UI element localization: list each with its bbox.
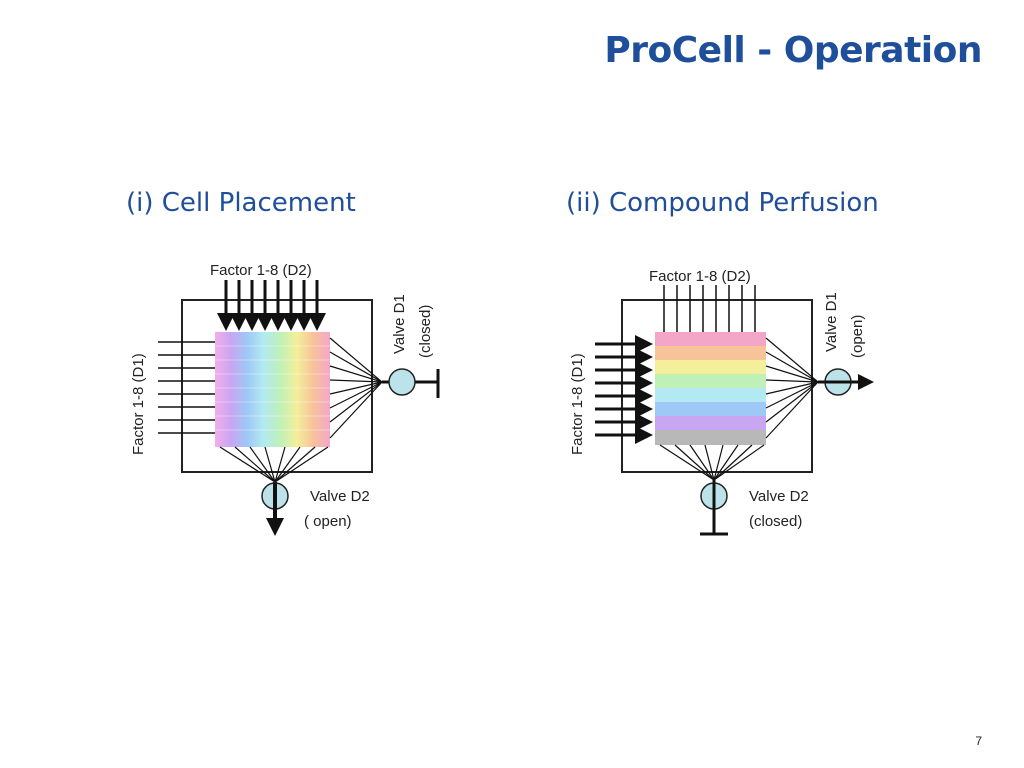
panel-heading-cell-placement: (i) Cell Placement bbox=[126, 188, 356, 218]
slide-title: ProCell - Operation bbox=[604, 30, 982, 71]
valve-d1-label: Valve D1 bbox=[391, 294, 408, 354]
valve-d2-label: Valve D2 bbox=[310, 488, 370, 505]
bottom-outlet-fan bbox=[219, 446, 329, 483]
page-number: 7 bbox=[975, 734, 982, 748]
valve-d1-state: (open) bbox=[849, 315, 866, 358]
valve-d1-label: Valve D1 bbox=[823, 292, 840, 352]
compound-perfusion-diagram: Factor 1-8 (D2) Factor 1-8 (D1) Valve D1… bbox=[569, 268, 874, 536]
top-inlet-label: Factor 1-8 (D2) bbox=[210, 262, 312, 279]
cell-array bbox=[215, 332, 330, 447]
cell-array-stripes bbox=[655, 332, 766, 445]
valve-d2-state: ( open) bbox=[304, 513, 352, 530]
valve-d2-state: (closed) bbox=[749, 513, 802, 530]
valve-d1-state: (closed) bbox=[417, 305, 434, 358]
top-inlet-lines bbox=[663, 285, 756, 332]
valve-d2-label: Valve D2 bbox=[749, 488, 809, 505]
cell-placement-diagram: Factor 1-8 (D2) Factor 1-8 (D1) Valve D1… bbox=[130, 262, 440, 536]
left-inlet-arrows bbox=[595, 335, 653, 444]
d1-outflow-arrow-icon bbox=[858, 374, 874, 390]
valve-d1-icon bbox=[388, 368, 416, 396]
left-inlet-lines bbox=[158, 341, 215, 434]
top-inlet-arrows bbox=[217, 280, 326, 331]
right-outlet-fan bbox=[765, 337, 819, 439]
bottom-outlet-fan bbox=[659, 444, 765, 481]
left-inlet-label: Factor 1-8 (D1) bbox=[130, 353, 147, 455]
panel-heading-compound-perfusion: (ii) Compound Perfusion bbox=[566, 188, 879, 218]
left-inlet-label: Factor 1-8 (D1) bbox=[569, 353, 586, 455]
top-inlet-label: Factor 1-8 (D2) bbox=[649, 268, 751, 285]
right-outlet-fan bbox=[329, 337, 383, 439]
d2-outflow-arrow-icon bbox=[266, 518, 284, 536]
